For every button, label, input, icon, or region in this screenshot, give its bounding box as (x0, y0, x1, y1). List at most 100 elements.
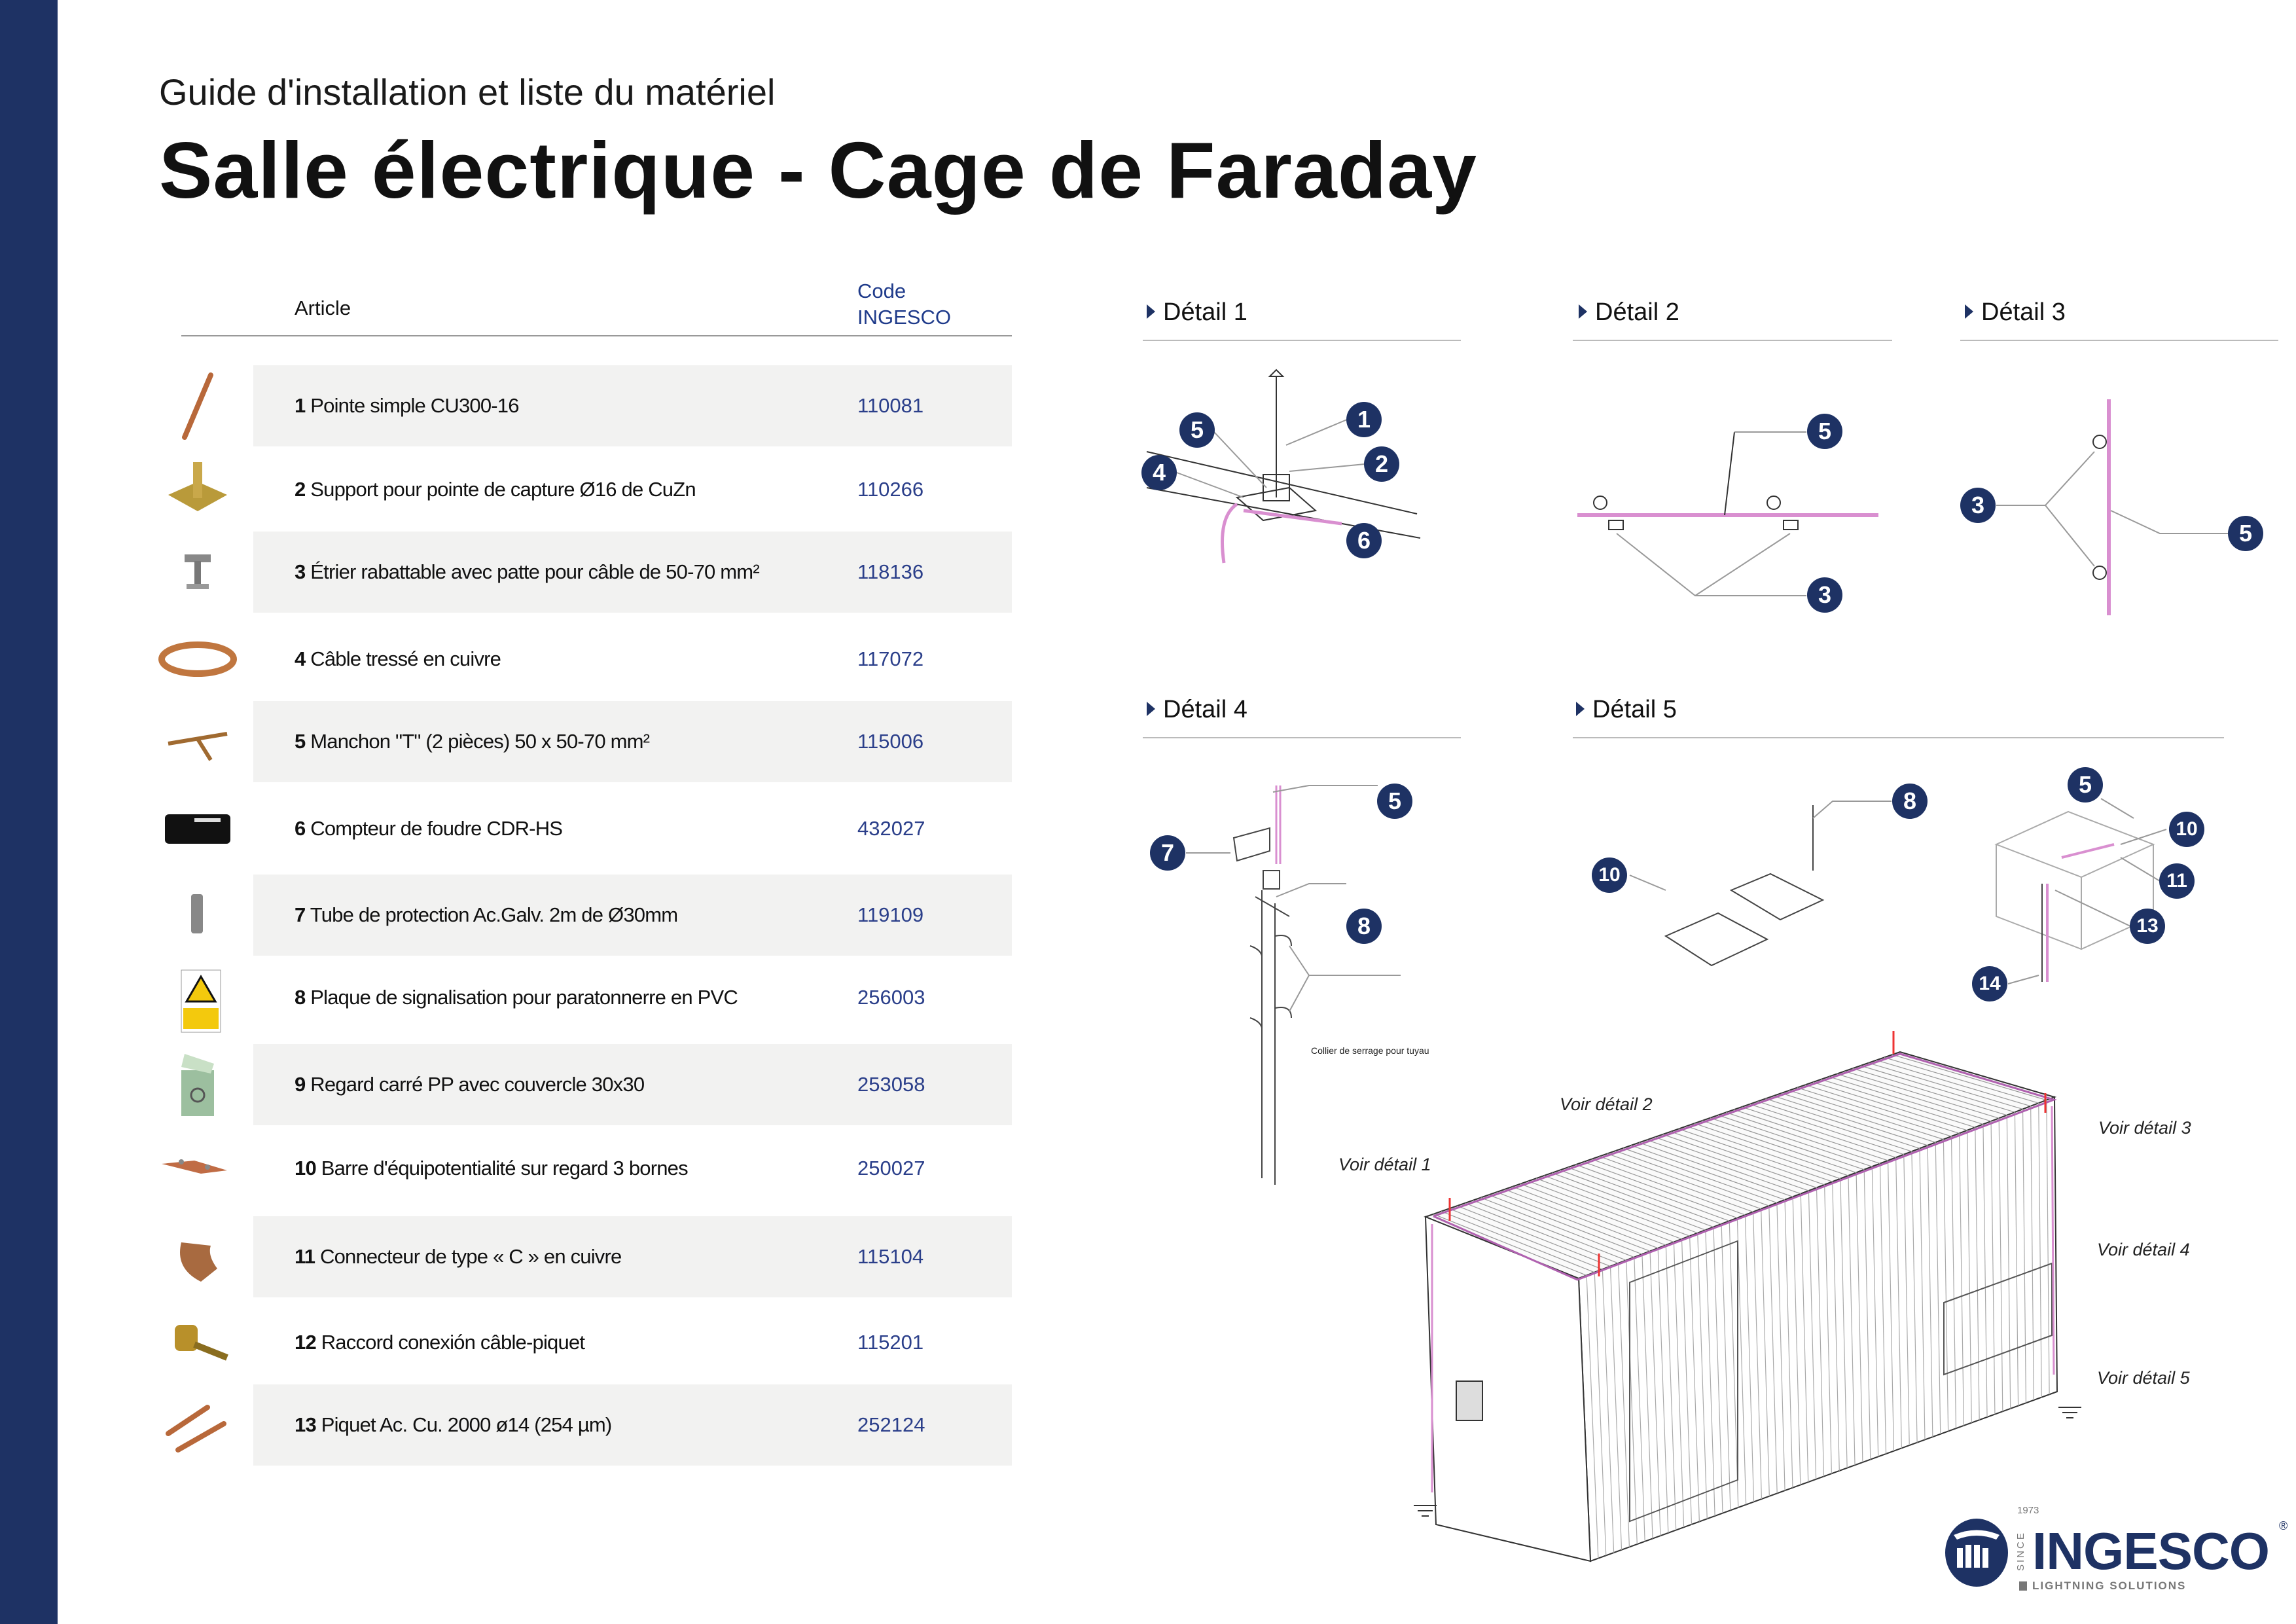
callout-badge: 7 (1150, 835, 1185, 871)
article-name: Raccord conexión câble-piquet (321, 1331, 585, 1354)
roof-rib (1512, 1186, 1666, 1246)
article-number: 11 (295, 1245, 315, 1268)
article-name: Support pour pointe de capture Ø16 de Cu… (310, 478, 696, 501)
roof-rib (1639, 1142, 1793, 1197)
roof-rib (1773, 1095, 1928, 1146)
detail-5-divider (1573, 737, 2224, 738)
roof-rib (1844, 1070, 2000, 1119)
warning-sign-icon (155, 957, 240, 1038)
roof-rib (1575, 1164, 1730, 1221)
roof-rib (1670, 1131, 1825, 1185)
steel-tube-icon (155, 875, 240, 956)
brand-sidebar-bar (0, 0, 58, 1624)
roof-rib (1868, 1062, 2023, 1110)
roof-rib (1568, 1166, 1722, 1225)
callout-badge: 5 (1377, 784, 1412, 819)
wall-rib (1768, 1206, 1778, 1494)
article-label: 8 Plaque de signalisation pour paratonne… (295, 957, 738, 1038)
see-detail-5-note: Voir détail 5 (2097, 1368, 2190, 1388)
roof-rib (1694, 1123, 1849, 1176)
wall-rib (1649, 1251, 1661, 1536)
page-subtitle: Guide d'installation et liste du matérie… (159, 71, 776, 113)
logo-year: 1973 (2017, 1505, 2039, 1516)
table-row: 12 Raccord conexión câble-piquet 115201 (253, 1302, 1012, 1383)
detail-1-divider (1143, 340, 1461, 341)
roof-rib (1630, 1145, 1785, 1200)
callout-badge: 2 (1364, 446, 1399, 482)
roof-rib (1742, 1106, 1896, 1158)
see-detail-2-note: Voir détail 2 (1560, 1094, 1653, 1114)
wall-rib (1729, 1221, 1739, 1508)
article-code: 117072 (857, 647, 924, 670)
article-label: 4 Câble tressé en cuivre (295, 619, 501, 700)
table-row: 1 Pointe simple CU300-16 110081 (253, 365, 1012, 446)
wall-rib (1935, 1142, 1941, 1434)
roof-rib (1710, 1117, 1865, 1170)
roof-rib (1725, 1111, 1880, 1164)
container-isometric-drawing (1414, 1031, 2081, 1562)
roof-rib (1820, 1079, 1976, 1128)
roof-rib (1852, 1068, 2007, 1116)
detail-2-title: Détail 2 (1595, 298, 1679, 326)
roof-rib (1583, 1161, 1738, 1219)
detail-4-title: Détail 4 (1163, 696, 1247, 723)
table-row: 6 Compteur de foudre CDR-HS 432027 (253, 788, 1012, 869)
roof-rib (1607, 1153, 1761, 1210)
roof-rib (1749, 1104, 1904, 1155)
folding-clamp-icon (155, 532, 240, 613)
article-name: Plaque de signalisation pour paratonnerr… (310, 986, 738, 1009)
ground-rods-icon (155, 1384, 240, 1466)
roof-rib (1686, 1125, 1841, 1180)
article-code: 250027 (857, 1157, 925, 1180)
wall-rib (2046, 1100, 2050, 1395)
article-code: 115104 (857, 1245, 924, 1268)
lightning-counter-icon (155, 788, 240, 869)
callout-badge: 5 (1179, 412, 1215, 448)
wall-rib (1824, 1184, 1832, 1474)
roof-rib (1520, 1183, 1674, 1243)
article-label: 6 Compteur de foudre CDR-HS (295, 788, 563, 869)
wall-rib (1879, 1163, 1887, 1454)
wall-rib (1713, 1227, 1723, 1513)
roof-rib (1441, 1211, 1595, 1273)
roof-rib (1647, 1139, 1801, 1195)
article-number: 13 (295, 1413, 317, 1436)
article-label: 12 Raccord conexión câble-piquet (295, 1302, 585, 1383)
article-code: 256003 (857, 986, 925, 1009)
wall-rib (1950, 1136, 1957, 1429)
wall-rib (1998, 1118, 2003, 1412)
roof-rib (1560, 1170, 1714, 1228)
table-row: 10 Barre d'équipotentialité sur regard 3… (253, 1128, 1012, 1209)
wall-rib (1594, 1272, 1607, 1556)
detail-4-heading: Détail 4 (1147, 696, 1247, 724)
article-number: 8 (295, 986, 306, 1009)
callout-badge: 3 (1960, 488, 1996, 523)
roof-rib (1702, 1120, 1857, 1173)
wall-rib (1832, 1182, 1840, 1471)
roof-rib (1892, 1054, 2047, 1101)
callout-badge: 4 (1141, 455, 1177, 490)
article-label: 2 Support pour pointe de capture Ø16 de … (295, 449, 696, 530)
article-label: 5 Manchon "T" (2 pièces) 50 x 50-70 mm² (295, 701, 650, 782)
roof-rib (1465, 1202, 1619, 1264)
article-name: Manchon "T" (2 pièces) 50 x 50-70 mm² (310, 730, 650, 753)
copper-rod-icon (155, 365, 240, 446)
roof-rib (1473, 1200, 1626, 1261)
table-row: 7 Tube de protection Ac.Galv. 2m de Ø30m… (253, 875, 1012, 956)
detail-2-heading: Détail 2 (1579, 298, 1679, 327)
detail-1-drawing (1146, 369, 1421, 564)
wall-rib (1602, 1269, 1615, 1553)
table-row: 8 Plaque de signalisation pour paratonne… (253, 957, 1012, 1038)
wall-rib (1776, 1202, 1785, 1491)
article-name: Barre d'équipotentialité sur regard 3 bo… (321, 1157, 689, 1180)
article-name: Câble tressé en cuivre (310, 647, 501, 670)
pipe-clamp-note: Collier de serrage pour tuyau (1311, 1045, 1429, 1056)
see-detail-4-note: Voir détail 4 (2097, 1240, 2190, 1259)
detail-5-heading: Détail 5 (1576, 696, 1677, 724)
wall-rib (2022, 1109, 2027, 1403)
wall-rib (1641, 1254, 1653, 1539)
wall-rib (1816, 1187, 1825, 1477)
wall-rib (1617, 1263, 1630, 1547)
table-row: 9 Regard carré PP avec couvercle 30x30 2… (253, 1044, 1012, 1125)
